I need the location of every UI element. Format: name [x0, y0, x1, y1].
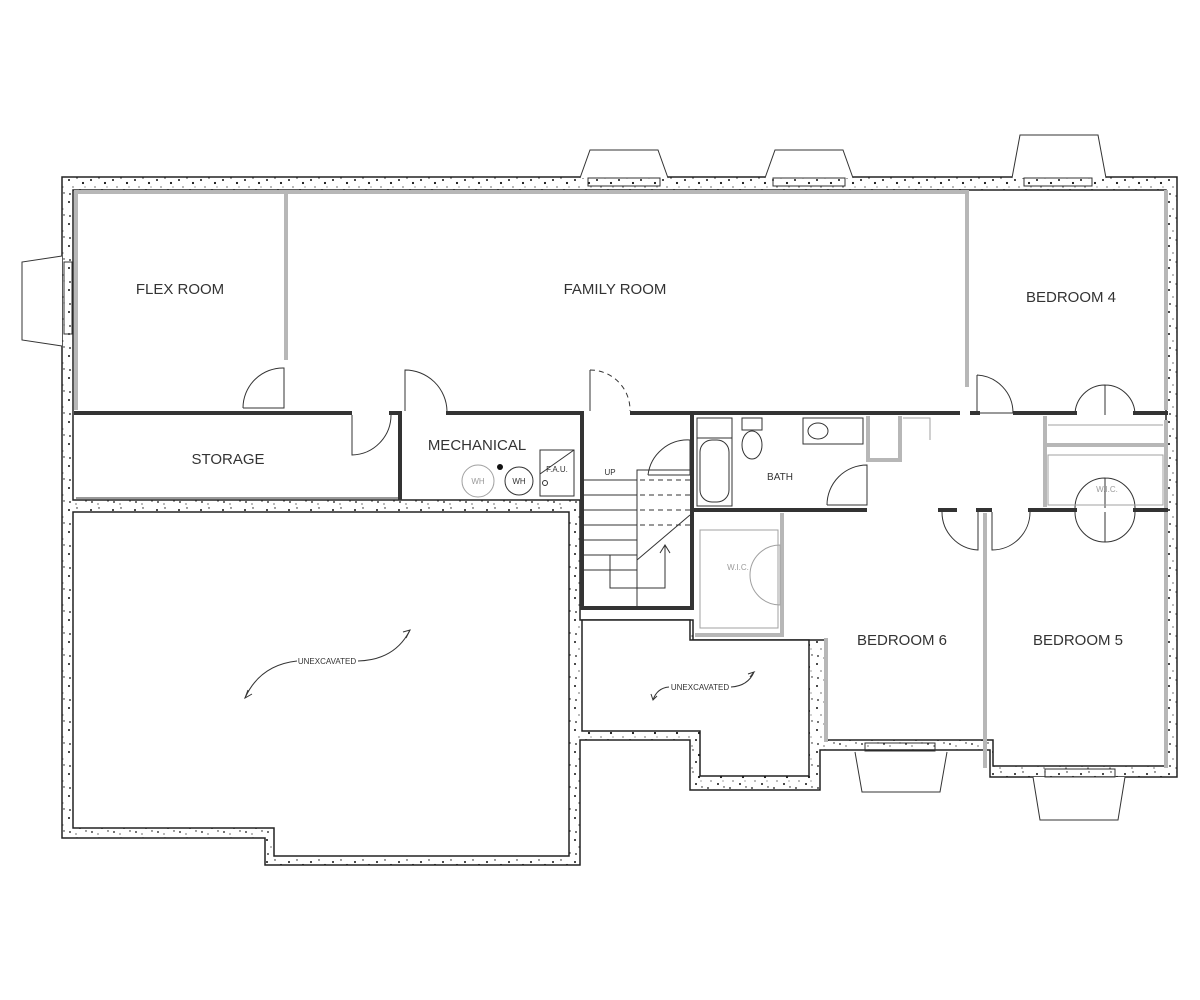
bath-fixtures — [696, 417, 864, 507]
stairs[interactable] — [583, 469, 692, 608]
closet-shelves — [699, 424, 1164, 629]
room-label-flex: FLEX ROOM — [136, 281, 224, 298]
fau-label: F.A.U. — [546, 465, 568, 474]
room-label-bedroom-4: BEDROOM 4 — [1026, 289, 1116, 306]
room-label-storage: STORAGE — [191, 451, 264, 468]
wic-bedroom-6-label: W.I.C. — [727, 563, 749, 572]
mechanical-equipment — [461, 449, 575, 498]
room-label-bedroom-6: BEDROOM 6 — [857, 632, 947, 649]
stair-up-label: UP — [604, 468, 615, 477]
room-label-mechanical: MECHANICAL — [428, 437, 526, 454]
water-heater-label: WH — [512, 477, 526, 486]
room-label-bedroom-5: BEDROOM 5 — [1033, 632, 1123, 649]
water-heater-ghost-label: WH — [471, 477, 485, 486]
unexcavated-small-label: UNEXCAVATED — [671, 683, 729, 692]
room-label-bath: BATH — [767, 472, 793, 483]
room-label-family: FAMILY ROOM — [564, 281, 667, 298]
unexcavated-arrows — [244, 629, 756, 701]
interior-walls — [74, 190, 1168, 768]
doors — [242, 367, 1136, 606]
foundation-walls — [61, 176, 1178, 866]
wic-hall-label: W.I.C. — [1096, 485, 1118, 494]
unexcavated-main-label: UNEXCAVATED — [298, 657, 356, 666]
window-wells — [21, 134, 1126, 821]
